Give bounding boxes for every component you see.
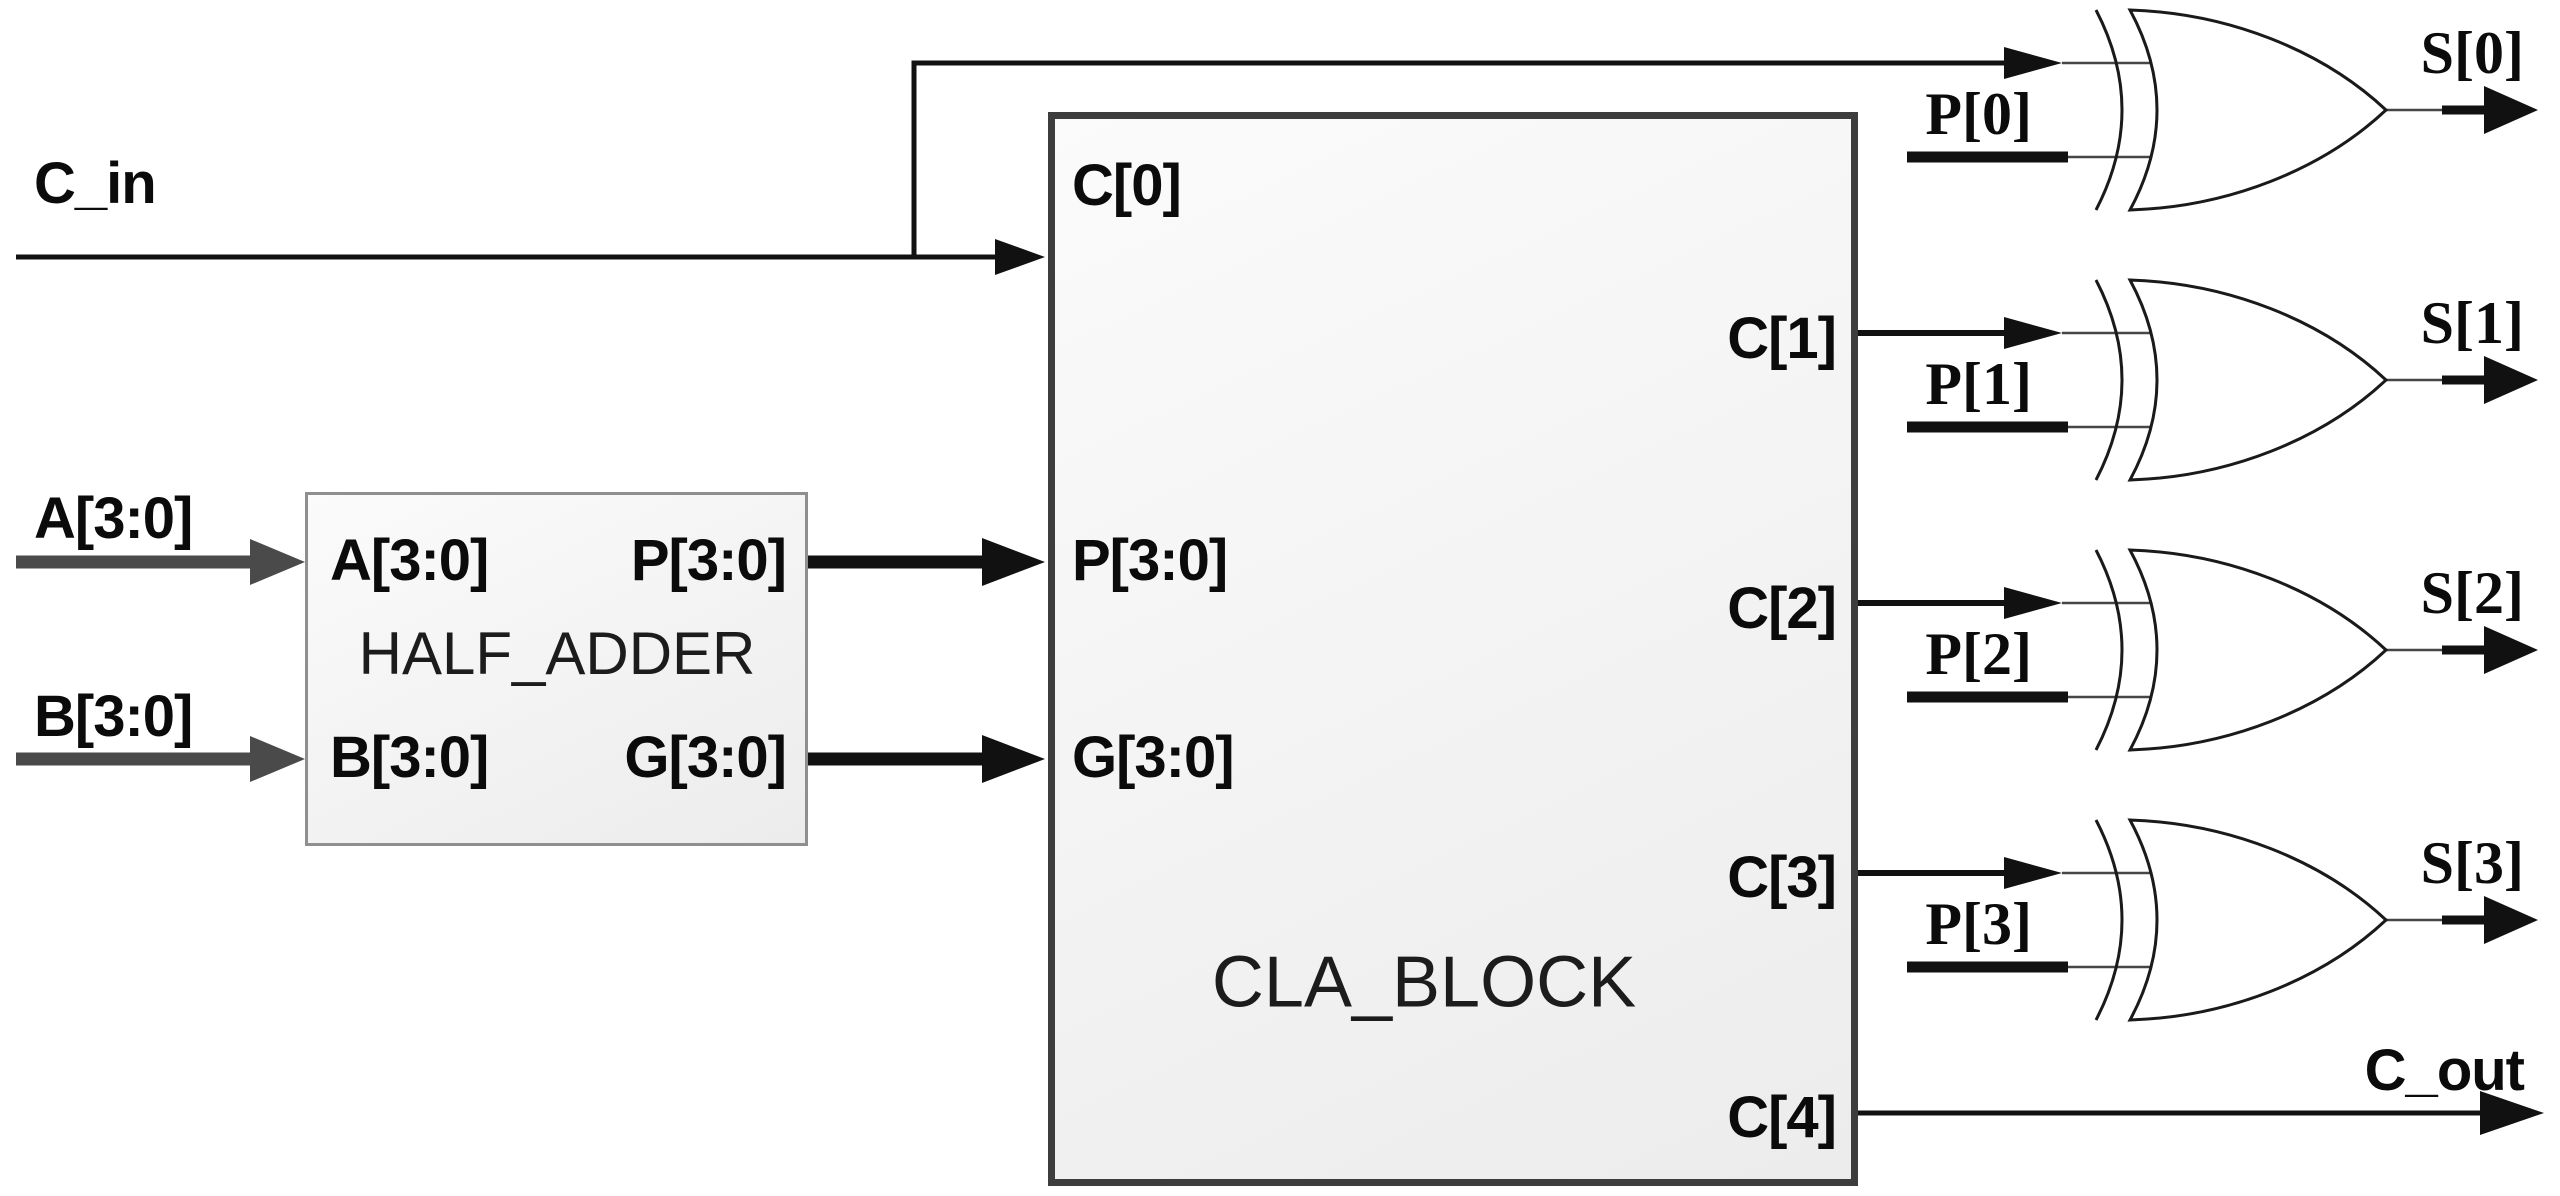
cla-port-c2: C[2] (1727, 575, 1837, 641)
half-adder-port-g: G[3:0] (624, 724, 787, 790)
half-adder-block (305, 492, 808, 846)
xor-gate-s0 (1907, 8, 2538, 212)
g-bus-wire (808, 735, 1045, 783)
c0-branch-arrowhead-icon (2004, 47, 2062, 79)
s3-output-label: S[3] (2420, 829, 2524, 896)
half-adder-port-p: P[3:0] (630, 527, 787, 593)
p-bus-wire (808, 538, 1045, 586)
c2-arrowhead-icon (2004, 587, 2062, 619)
c-out-arrowhead-icon (2480, 1091, 2544, 1135)
xor-gate-s3 (1907, 818, 2538, 1022)
c3-wire (1858, 857, 2062, 889)
half-adder-port-b: B[3:0] (330, 724, 489, 790)
c0-branch-wire (911, 47, 2062, 257)
half-adder-port-a: A[3:0] (330, 527, 489, 593)
xor-back-arc-icon (2094, 819, 2124, 1021)
c1-wire (1858, 317, 2062, 349)
g-bus-arrowhead-icon (982, 735, 1045, 783)
cla-port-c3: C[3] (1727, 844, 1837, 910)
s1-arrowhead-icon (2484, 356, 2538, 404)
s0-output-label: S[0] (2420, 19, 2524, 86)
c-in-wire (16, 239, 1045, 275)
xor-back-arc-icon (2094, 549, 2124, 751)
s2-output-label: S[2] (2420, 559, 2524, 626)
c3-arrowhead-icon (2004, 857, 2062, 889)
c1-arrowhead-icon (2004, 317, 2062, 349)
half-adder-title: HALF_ADDER (358, 619, 756, 687)
cla-block (1048, 112, 1858, 1186)
cla-port-c1: C[1] (1727, 305, 1837, 371)
p2-tap-label: P[2] (1925, 620, 2032, 687)
xor-gate-s1 (1907, 278, 2538, 482)
p-bus-arrowhead-icon (982, 538, 1045, 586)
xor-gate-icon (2127, 8, 2389, 212)
xor-gate-icon (2127, 278, 2389, 482)
s2-arrowhead-icon (2484, 626, 2538, 674)
cla-port-c4: C[4] (1727, 1084, 1837, 1150)
a-in-label: A[3:0] (34, 486, 193, 551)
s0-arrowhead-icon (2484, 86, 2538, 134)
c-out-wire (1858, 1091, 2544, 1135)
xor-gate-s2 (1907, 548, 2538, 752)
cla-port-c0: C[0] (1072, 152, 1182, 218)
c-in-label: C_in (34, 151, 157, 216)
xor-back-arc-icon (2094, 9, 2124, 211)
s1-output-label: S[1] (2420, 289, 2524, 356)
c-out-label: C_out (2364, 1037, 2525, 1103)
c-in-arrowhead-icon (995, 239, 1045, 275)
p0-tap-label: P[0] (1925, 80, 2032, 147)
b-bus-arrowhead-icon (250, 736, 305, 782)
a-bus-arrow (16, 539, 305, 585)
xor-gate-icon (2127, 548, 2389, 752)
xor-back-arc-icon (2094, 279, 2124, 481)
b-bus-arrow (16, 736, 305, 782)
c2-wire (1858, 587, 2062, 619)
cla-block-title: CLA_BLOCK (1211, 942, 1637, 1023)
cla-port-g: G[3:0] (1072, 724, 1235, 790)
p1-tap-label: P[1] (1925, 350, 2032, 417)
s3-arrowhead-icon (2484, 896, 2538, 944)
xor-gate-icon (2127, 818, 2389, 1022)
cla-port-p: P[3:0] (1072, 527, 1228, 593)
p3-tap-label: P[3] (1925, 890, 2032, 957)
b-in-label: B[3:0] (34, 684, 193, 749)
a-bus-arrowhead-icon (250, 539, 305, 585)
